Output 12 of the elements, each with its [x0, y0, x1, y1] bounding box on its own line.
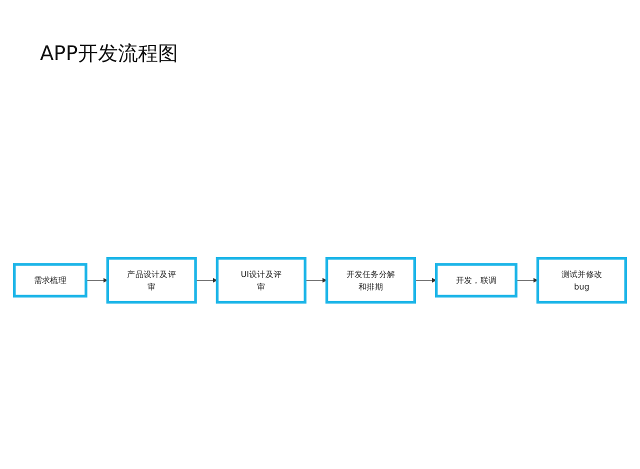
diagram-title: APP开发流程图 — [40, 40, 178, 67]
arrow — [516, 278, 538, 282]
node-box: 开发任务分解和排期 — [325, 256, 416, 304]
node-box: 开发，联调 — [434, 262, 518, 298]
arrow — [195, 278, 218, 282]
node-box: 需求梳理 — [13, 262, 88, 298]
node-box: UI设计及评审 — [216, 256, 306, 304]
arrow — [414, 278, 437, 282]
node-box: 测试并修改bug — [536, 256, 627, 304]
arrow — [86, 278, 108, 282]
node-box: 产品设计及评审 — [106, 256, 197, 304]
arrow — [304, 278, 327, 282]
